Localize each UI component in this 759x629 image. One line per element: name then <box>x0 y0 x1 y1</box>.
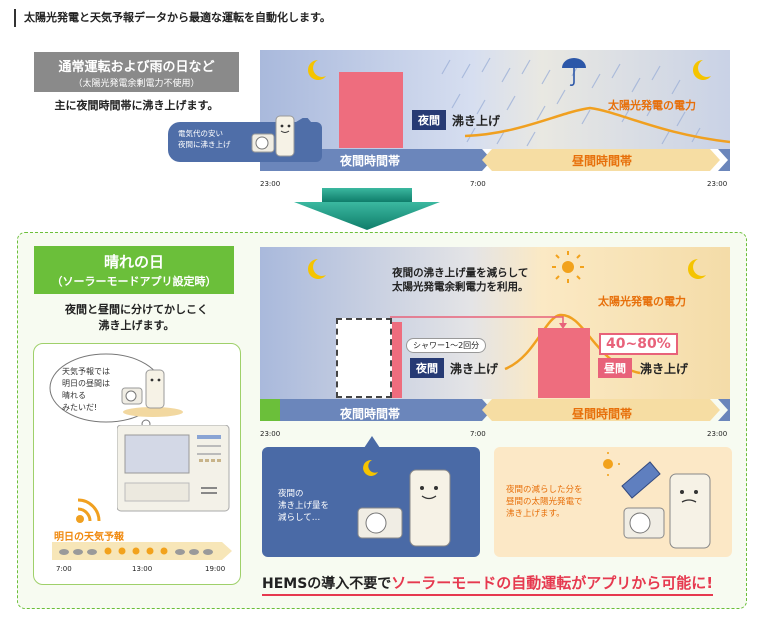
night-boil-box <box>392 322 402 398</box>
box-line: 減らして… <box>278 513 321 523</box>
solar-power-label: 太陽光発電の電力 <box>608 99 696 112</box>
solar-panel-icon <box>621 461 661 499</box>
reduce-line: 太陽光発電余剰電力を利用。 <box>392 281 529 293</box>
sunny-mode-subtitle: （ソーラーモードアプリ設定時） <box>51 275 217 288</box>
percent-badge: 40~80% <box>599 333 678 355</box>
time-label: 23:00 <box>260 430 281 438</box>
moon-icon <box>308 60 326 80</box>
cloud-icon <box>189 549 199 555</box>
sun-icon <box>603 452 620 476</box>
day-band-label: 昼間時間帯 <box>572 407 633 421</box>
sunny-mode-description: 夜間と昼間に分けてかしこく 沸き上げます。 <box>34 302 239 334</box>
boil-label: 沸き上げ <box>450 362 499 376</box>
box-line: 沸き上げます。 <box>506 509 565 519</box>
sun-icon <box>104 547 112 555</box>
cloud-icon <box>59 549 69 555</box>
time-label: 23:00 <box>707 430 728 438</box>
night-band-label: 夜間時間帯 <box>340 407 401 421</box>
box-line: 夜間の減らした分を <box>506 485 583 495</box>
hems-prefix: HEMSの導入不要で <box>262 576 392 592</box>
sun-icon <box>146 547 154 555</box>
controller-device <box>117 425 230 512</box>
pointer-triangle <box>364 436 380 448</box>
box-line: 夜間の <box>278 489 304 499</box>
time-label: 23:00 <box>260 180 281 188</box>
cloud-icon <box>73 549 83 555</box>
description-line: 沸き上げます。 <box>98 319 175 332</box>
boil-label: 沸き上げ <box>452 114 501 128</box>
cloud-icon <box>203 549 213 555</box>
normal-mode-description: 主に夜間時間帯に沸き上げます。 <box>54 99 219 112</box>
thought-line: 天気予報では <box>62 367 110 376</box>
moon-icon <box>688 259 706 279</box>
sunny-mode-title: 晴れの日 <box>103 253 164 271</box>
forecast-title: 明日の天気予報 <box>54 532 124 543</box>
down-arrow <box>294 188 440 230</box>
thought-bubble <box>49 353 163 429</box>
top-chart-panel <box>260 50 730 171</box>
cloud-icon <box>175 549 185 555</box>
sun-icon <box>160 547 168 555</box>
day-boil-text: 夜間の減らした分を 昼間の太陽光発電で 沸き上げます。 <box>506 484 583 520</box>
description-line: 夜間と昼間に分けてかしこく <box>65 303 208 316</box>
sunny-mode-label: 晴れの日 （ソーラーモードアプリ設定時） <box>34 246 234 294</box>
night-tag: 夜間 <box>410 358 444 378</box>
moon-icon <box>363 459 378 476</box>
time-label: 7:00 <box>470 430 486 438</box>
bubble-line: 夜間に沸き上げ <box>178 140 231 149</box>
night-boil-box <box>339 72 403 148</box>
reduced-night-boil-box <box>336 318 392 398</box>
forecast-time: 19:00 <box>205 565 226 573</box>
bubble-text: 電気代の安い 夜間に沸き上げ <box>178 128 248 150</box>
water-heater-character <box>357 459 451 547</box>
normal-mode-title: 通常運転および雨の日など <box>58 60 215 75</box>
water-heater-character <box>251 115 295 157</box>
thought-line: みたいだ! <box>62 403 98 412</box>
wifi-icon <box>76 498 101 523</box>
day-tag: 昼間 <box>598 358 632 378</box>
moon-icon <box>308 259 326 279</box>
solar-power-curve <box>464 106 730 144</box>
moon-icon <box>693 60 711 80</box>
hems-note: HEMSの導入不要でソーラーモードの自動運転がアプリから可能に! <box>262 572 714 596</box>
hems-highlight: ソーラーモードの自動運転がアプリから可能に! <box>391 574 714 592</box>
solar-heater-character <box>603 452 711 549</box>
day-boil-box <box>538 328 590 398</box>
thought-text: 天気予報では 明日の昼間は 晴れる みたいだ! <box>62 366 110 414</box>
night-reduce-text: 夜間の 沸き上げ量を 減らして… <box>278 488 329 524</box>
reduce-line: 夜間の沸き上げ量を減らして <box>392 267 529 279</box>
sun-icon <box>118 547 126 555</box>
normal-mode-subtitle: （太陽光発電余剰電力不使用） <box>73 79 200 89</box>
reduce-note: 夜間の沸き上げ量を減らして 太陽光発電余剰電力を利用。 <box>392 266 529 294</box>
shower-label: シャワー1～2回分 <box>406 338 487 353</box>
sun-icon <box>132 547 140 555</box>
page-header: 太陽光発電と天気予報データから最適な運転を自動化します。 <box>14 9 331 27</box>
box-line: 昼間の太陽光発電で <box>506 497 583 507</box>
sun-icon <box>552 251 584 283</box>
umbrella-icon <box>562 58 586 86</box>
day-band-label: 昼間時間帯 <box>572 154 633 168</box>
solar-power-label: 太陽光発電の電力 <box>598 295 686 308</box>
box-line: 沸き上げ量を <box>278 501 330 511</box>
night-tag: 夜間 <box>412 110 446 130</box>
water-heater-character <box>121 369 183 417</box>
time-label: 23:00 <box>707 180 728 188</box>
thought-line: 明日の昼間は <box>62 379 110 388</box>
thought-line: 晴れる <box>62 391 86 400</box>
night-band-label: 夜間時間帯 <box>340 154 401 168</box>
forecast-time: 13:00 <box>132 565 153 573</box>
bubble-line: 電気代の安い <box>178 129 223 138</box>
boil-label: 沸き上げ <box>640 362 689 376</box>
forecast-strip <box>52 542 232 560</box>
normal-mode-label: 通常運転および雨の日など （太陽光発電余剰電力不使用） <box>34 52 239 92</box>
forecast-time: 7:00 <box>56 565 72 573</box>
cloud-icon <box>87 549 97 555</box>
time-label: 7:00 <box>470 180 486 188</box>
